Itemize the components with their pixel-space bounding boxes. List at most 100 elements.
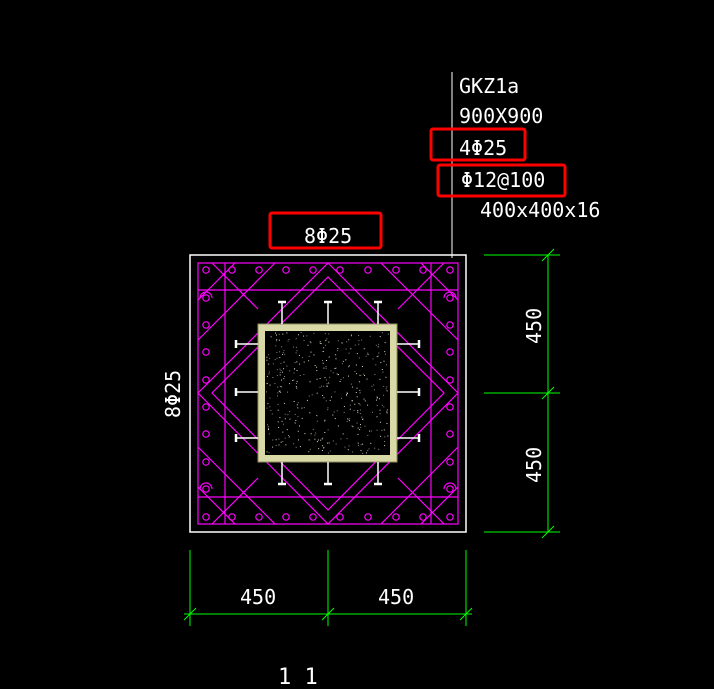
speckle xyxy=(374,447,376,449)
speckle xyxy=(304,433,306,435)
speckle xyxy=(267,426,269,428)
speckle xyxy=(352,451,354,453)
speckle xyxy=(381,404,383,406)
speckle xyxy=(297,402,299,404)
rebar-right-2 xyxy=(446,348,454,356)
speckle xyxy=(367,354,369,356)
rebar-top-2 xyxy=(255,266,263,274)
rebar-top-3 xyxy=(282,266,290,274)
speckle xyxy=(358,444,359,446)
speckle xyxy=(335,443,337,445)
speckle xyxy=(352,426,354,428)
speckle xyxy=(279,417,281,419)
speckle xyxy=(342,360,344,362)
speckle xyxy=(360,444,362,446)
speckle xyxy=(308,395,310,397)
speckle xyxy=(311,394,313,396)
stirrups-highlight xyxy=(436,163,567,198)
speckle xyxy=(325,344,327,346)
speckle xyxy=(266,375,268,377)
section-mark: 1 1 xyxy=(278,665,318,684)
speckle xyxy=(293,368,295,370)
speckle xyxy=(353,410,355,411)
speckle xyxy=(333,411,335,413)
rebar-bottom-8 xyxy=(419,513,427,521)
speckle xyxy=(322,362,324,364)
speckle xyxy=(349,404,351,406)
speckle xyxy=(337,340,339,342)
speckle xyxy=(282,354,284,356)
speckle xyxy=(324,432,326,433)
speckle xyxy=(322,351,324,352)
speckle xyxy=(277,395,278,397)
speckle xyxy=(281,379,283,381)
speckle xyxy=(364,425,366,427)
speckle xyxy=(268,363,270,365)
speckle xyxy=(268,429,269,431)
diamond-tie-inner xyxy=(211,276,445,511)
speckle xyxy=(328,341,330,343)
speckle xyxy=(378,448,380,450)
speckle xyxy=(325,366,327,368)
speckle xyxy=(292,346,294,348)
speckle xyxy=(327,409,329,411)
speckle xyxy=(296,404,298,406)
speckle xyxy=(276,339,278,341)
speckle xyxy=(323,347,325,349)
speckle xyxy=(356,353,358,355)
rebar-right-5 xyxy=(446,430,454,438)
speckle xyxy=(278,391,280,393)
rebar-left-2 xyxy=(202,348,210,356)
speckle xyxy=(303,361,305,363)
speckle xyxy=(287,414,289,416)
speckle xyxy=(269,384,271,386)
speckle xyxy=(321,438,323,440)
rebar-left-4 xyxy=(202,403,210,411)
speckle xyxy=(375,344,377,346)
speckle xyxy=(294,362,296,364)
rebar-bottom-4 xyxy=(309,513,317,521)
speckle xyxy=(370,430,372,432)
speckle xyxy=(357,433,359,435)
speckle xyxy=(278,421,279,423)
speckle xyxy=(362,419,364,420)
speckle xyxy=(340,438,342,440)
speckle xyxy=(381,429,383,431)
bottom-dimension xyxy=(183,550,473,626)
stirrups-label: Φ12@100 xyxy=(461,168,545,192)
speckle xyxy=(381,369,383,370)
speckle xyxy=(361,339,363,341)
speckle xyxy=(359,389,361,391)
speckle xyxy=(345,359,347,361)
speckle xyxy=(378,343,380,345)
rebar-top-7 xyxy=(392,266,400,274)
speckle xyxy=(328,452,330,454)
speckle xyxy=(276,357,278,359)
speckle xyxy=(383,429,385,431)
rebar-bottom-2 xyxy=(255,513,263,521)
speckle xyxy=(384,342,386,344)
speckle xyxy=(379,378,381,380)
steel-core-label: 400x400x16 xyxy=(480,198,600,222)
speckle xyxy=(279,386,281,387)
speckle xyxy=(296,350,298,352)
speckle xyxy=(382,371,384,373)
speckle xyxy=(289,383,291,385)
speckle xyxy=(278,438,280,440)
speckle xyxy=(296,383,297,384)
speckle xyxy=(323,447,325,449)
speckle xyxy=(379,409,381,411)
speckle xyxy=(299,425,300,427)
speckle xyxy=(376,356,378,358)
speckle xyxy=(326,338,328,340)
speckle xyxy=(284,418,286,420)
speckle xyxy=(344,446,346,448)
speckle xyxy=(266,391,267,393)
speckle xyxy=(308,451,310,453)
speckle xyxy=(274,359,276,361)
speckle xyxy=(302,357,304,359)
bottom-dim-right-label: 450 xyxy=(378,585,414,609)
speckle xyxy=(279,374,281,376)
rebar-right-3 xyxy=(446,376,454,384)
right-tick-top xyxy=(541,248,555,262)
